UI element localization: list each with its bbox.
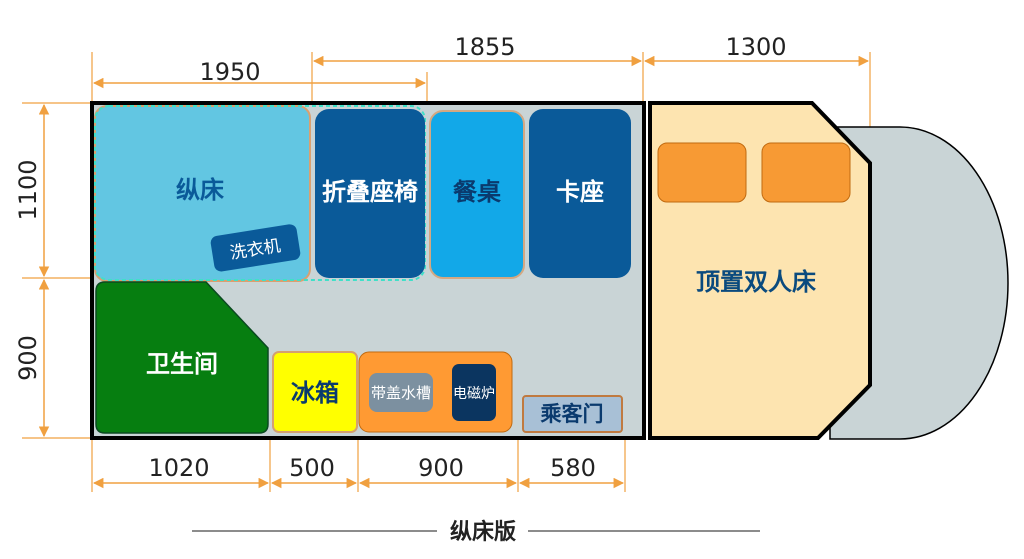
- passenger-door: [522, 395, 623, 433]
- covered-sink: [369, 373, 433, 412]
- induction-cooker: [452, 364, 496, 421]
- folding-seat-label: 折叠座椅: [322, 178, 418, 206]
- bed-foldout-outline: [94, 105, 426, 281]
- passenger-door-label: 乘客门: [540, 402, 604, 426]
- folding-seat: [315, 109, 425, 278]
- booth-seat-label: 卡座: [556, 178, 604, 206]
- fridge: [272, 351, 358, 433]
- induction-cooker-label: 电磁炉: [453, 386, 495, 402]
- washing-machine: 洗衣机: [210, 224, 301, 272]
- roof-bed-label: 顶置双人床: [696, 268, 816, 296]
- pillow-right: [761, 142, 851, 203]
- vehicle-front-hood: [829, 126, 1009, 440]
- covered-sink-label: 带盖水槽: [371, 384, 431, 402]
- dim-label-bottom-500: 500: [289, 454, 335, 482]
- dimension-guides: [22, 52, 871, 492]
- dim-label-top-1855: 1855: [454, 33, 515, 61]
- longitudinal-bed-label: 纵床: [176, 176, 224, 204]
- dim-label-left-900: 900: [14, 335, 42, 381]
- dim-label-bottom-900: 900: [418, 454, 464, 482]
- pillow-left: [657, 142, 747, 203]
- dim-label-bottom-580: 580: [550, 454, 596, 482]
- dining-table-label: 餐桌: [453, 178, 501, 206]
- fridge-label: 冰箱: [291, 379, 339, 407]
- dim-label-top-1300: 1300: [725, 33, 786, 61]
- dim-label-bottom-1020: 1020: [148, 454, 209, 482]
- bathroom: [95, 281, 269, 434]
- dim-label-top-1950: 1950: [199, 58, 260, 86]
- dining-table: [429, 110, 525, 279]
- dim-label-left-1100: 1100: [14, 159, 42, 220]
- bathroom-label: 卫生间: [146, 350, 218, 378]
- diagram-caption: 纵床版: [450, 519, 516, 545]
- booth-seat: [529, 109, 631, 278]
